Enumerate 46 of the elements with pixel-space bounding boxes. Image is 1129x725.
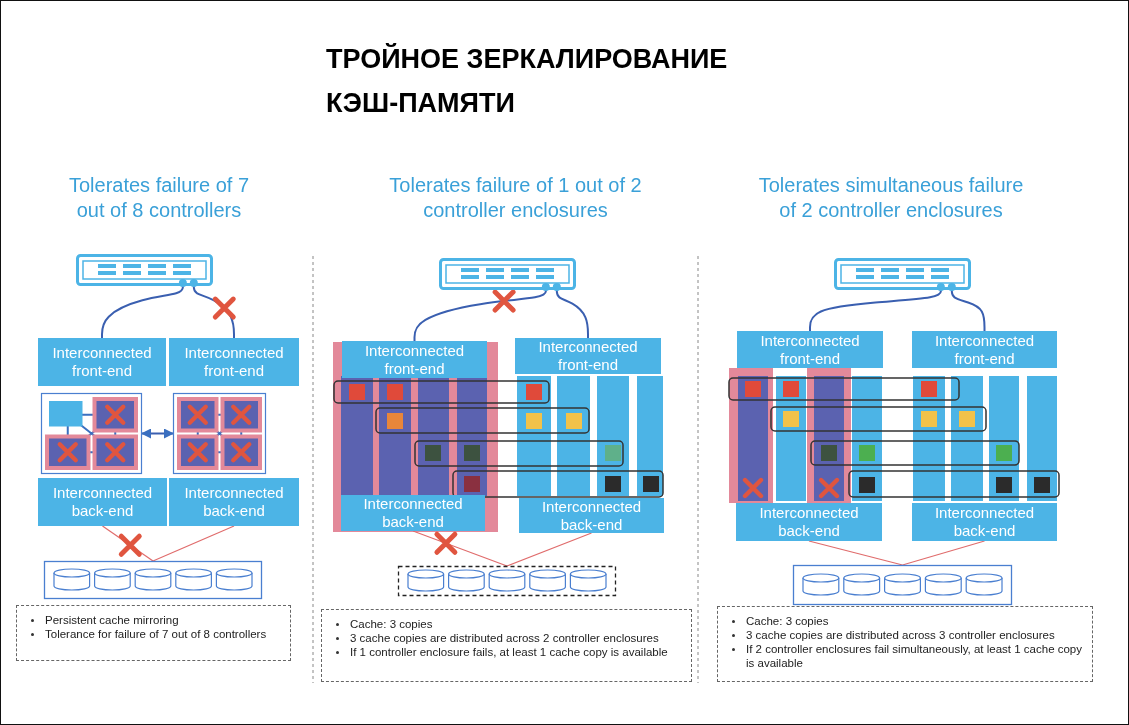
interconnect-box: Interconnected front-end bbox=[169, 338, 299, 386]
controller-cluster-drawing bbox=[173, 393, 266, 474]
interconnect-box: Interconnected front-end bbox=[737, 331, 883, 368]
rack-server-drawing bbox=[834, 258, 971, 290]
connector-line bbox=[950, 289, 986, 332]
panel-heading: Tolerates failure of 7 out of 8 controllers bbox=[67, 173, 251, 223]
rack-server-drawing bbox=[76, 254, 213, 286]
arrow bbox=[141, 428, 174, 439]
rack-server-drawing bbox=[439, 258, 576, 290]
interconnect-box: Interconnected back-end bbox=[341, 495, 485, 531]
bullet-text: 3 cache copies are distributed across 2 controller enclosures bbox=[330, 631, 683, 645]
connector-line bbox=[555, 289, 589, 339]
page-title: ТРОЙНОЕ ЗЕРКАЛИРОВАНИЕ КЭШ-ПАМЯТИ bbox=[326, 42, 729, 120]
interconnect-box: Interconnected back-end bbox=[736, 503, 882, 541]
connector-line bbox=[506, 532, 593, 567]
interconnect-box: Interconnected front-end bbox=[912, 331, 1057, 368]
controller-cluster-drawing bbox=[41, 393, 142, 474]
connector-line bbox=[413, 289, 547, 342]
interconnect-box: Interconnected front-end bbox=[515, 338, 661, 374]
disk-shelf-drawing bbox=[793, 565, 1012, 605]
connector-line bbox=[808, 540, 904, 566]
bullet-text: Cache: 3 copies bbox=[330, 617, 683, 631]
bullet-text: If 2 controller enclosures fail simultaneously, at least 1 cache copy is available bbox=[726, 642, 1084, 670]
note-box bbox=[717, 606, 1093, 682]
bullet-text: Persistent cache mirroring bbox=[25, 613, 282, 627]
interconnect-box: Interconnected back-end bbox=[169, 478, 299, 526]
interconnect-box: Interconnected back-end bbox=[519, 498, 664, 533]
disk-shelf-drawing bbox=[398, 566, 616, 596]
connector-line bbox=[101, 285, 184, 339]
note-box bbox=[16, 605, 291, 661]
connector-line bbox=[412, 530, 508, 567]
disk-shelf-drawing bbox=[44, 561, 262, 599]
connector-line bbox=[809, 289, 942, 332]
connector-line bbox=[152, 525, 235, 562]
interconnect-box: Interconnected back-end bbox=[912, 503, 1057, 541]
bullet-text: If 1 controller enclosure fails, at least 1 cache copy is available bbox=[330, 645, 683, 659]
bullet-text: Tolerance for failure of 7 out of 8 controllers bbox=[25, 627, 282, 641]
panel-heading: Tolerates failure of 1 out of 2 controller enclosures bbox=[388, 173, 643, 223]
note-box bbox=[321, 609, 692, 682]
panel-heading: Tolerates simultaneous failure of 2 controller enclosures bbox=[757, 173, 1025, 223]
interconnect-box: Interconnected front-end bbox=[38, 338, 166, 386]
bullet-text: 3 cache copies are distributed across 3 controller enclosures bbox=[726, 628, 1084, 642]
interconnect-box: Interconnected back-end bbox=[38, 478, 167, 526]
interconnect-box: Interconnected front-end bbox=[342, 341, 487, 378]
connector-line bbox=[901, 540, 986, 566]
bullet-text: Cache: 3 copies bbox=[726, 614, 1084, 628]
